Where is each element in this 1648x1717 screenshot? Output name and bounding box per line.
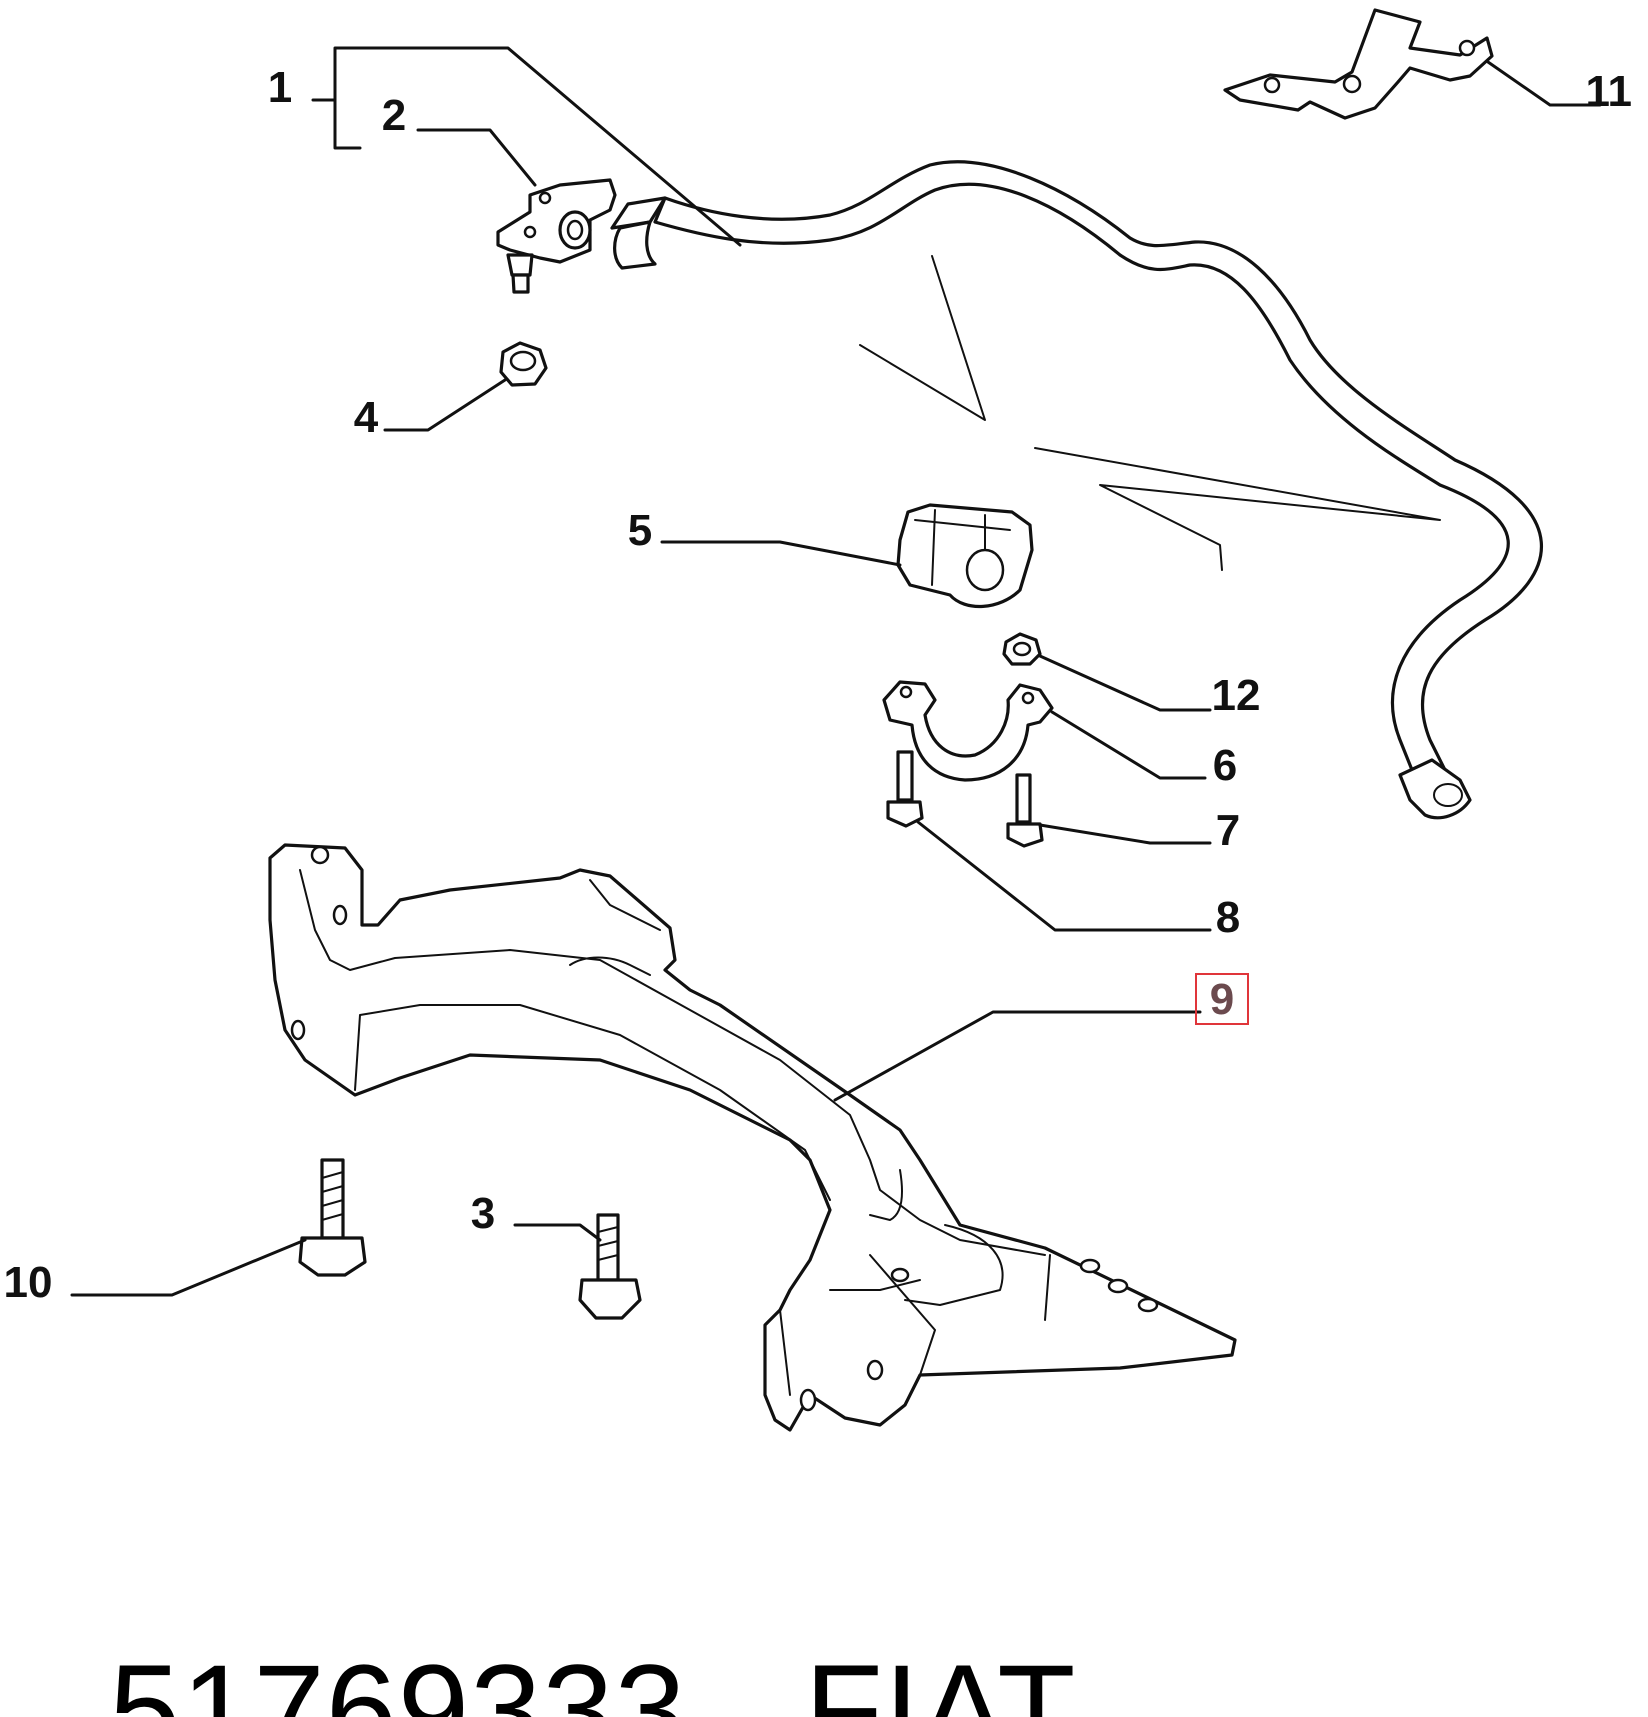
callout-10: 10 bbox=[4, 1258, 53, 1307]
bolt-8 bbox=[886, 750, 924, 828]
mounting-strap bbox=[1223, 8, 1494, 120]
bushing-clamp bbox=[882, 680, 1054, 782]
callout-2: 2 bbox=[382, 91, 406, 140]
bar-end-bracket bbox=[496, 178, 617, 294]
bolt-3 bbox=[578, 1213, 642, 1320]
callout-3: 3 bbox=[471, 1189, 495, 1238]
brand-name: FIAT bbox=[804, 1639, 1077, 1717]
part-number: 51769333 bbox=[109, 1639, 687, 1717]
hex-nut-12 bbox=[1002, 632, 1042, 666]
crossmember bbox=[268, 843, 1237, 1432]
callout-8: 8 bbox=[1216, 893, 1240, 942]
hex-nut-4 bbox=[499, 341, 548, 387]
bolt-10 bbox=[298, 1158, 367, 1277]
bushing bbox=[896, 503, 1034, 608]
highlight-box bbox=[1195, 973, 1249, 1025]
callout-11: 11 bbox=[1585, 67, 1632, 116]
bolt-7 bbox=[1006, 773, 1044, 848]
callout-4: 4 bbox=[354, 393, 379, 442]
callout-5: 5 bbox=[628, 506, 652, 555]
callout-9: 9 bbox=[1210, 975, 1234, 1024]
caption: 51769333 FIAT bbox=[36, 1490, 1076, 1717]
callout-6: 6 bbox=[1213, 741, 1237, 790]
callout-7: 7 bbox=[1216, 806, 1240, 855]
leader-lines bbox=[70, 46, 1602, 1297]
callout-1: 1 bbox=[268, 63, 292, 112]
stabilizer-bar bbox=[610, 160, 1544, 820]
callout-12: 12 bbox=[1212, 671, 1261, 720]
